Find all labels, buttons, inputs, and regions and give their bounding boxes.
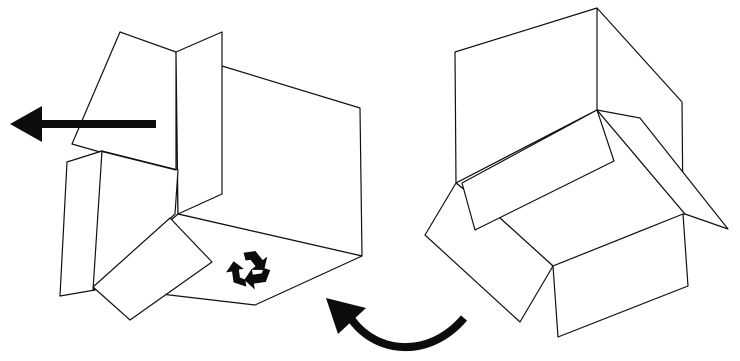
left-box-top-flap xyxy=(72,32,176,170)
right-box xyxy=(425,8,728,337)
left-box-front-panel xyxy=(176,32,222,214)
left-box xyxy=(60,32,362,320)
curved-arrow-icon xyxy=(326,298,464,347)
